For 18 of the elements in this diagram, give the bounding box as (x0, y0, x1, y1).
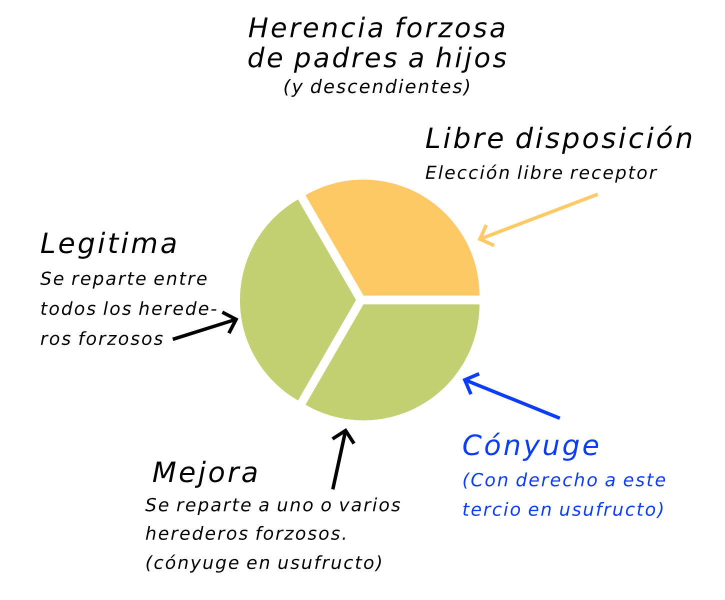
callout-heading: Libre disposición (426, 126, 692, 154)
callout-text: (cónyuge en usufructo) (146, 554, 381, 573)
pie-slice (240, 200, 356, 400)
callout-heading: Cónyuge (463, 432, 598, 461)
arrow (478, 192, 598, 248)
subtitle: (y descendientes) (284, 78, 469, 97)
callout-text: (Con derecho a este tercio en usufructo) (463, 472, 666, 518)
callout-text: Se reparte a uno o varios herederos forzosos. (145, 498, 400, 540)
callout-heading: Legitima (40, 232, 176, 259)
title: Herencia forzosa de padres a hijos (248, 16, 506, 73)
arrow (172, 310, 238, 341)
arrow (462, 372, 560, 420)
callout-heading: Mejora (152, 460, 256, 488)
callout-text: Se reparte entre todos los herede- ros forzosos (40, 272, 216, 346)
pie-slice (306, 304, 480, 420)
pie-slice (306, 180, 480, 296)
callout-text: Elección libre receptor (426, 164, 658, 183)
arrow (331, 428, 356, 490)
